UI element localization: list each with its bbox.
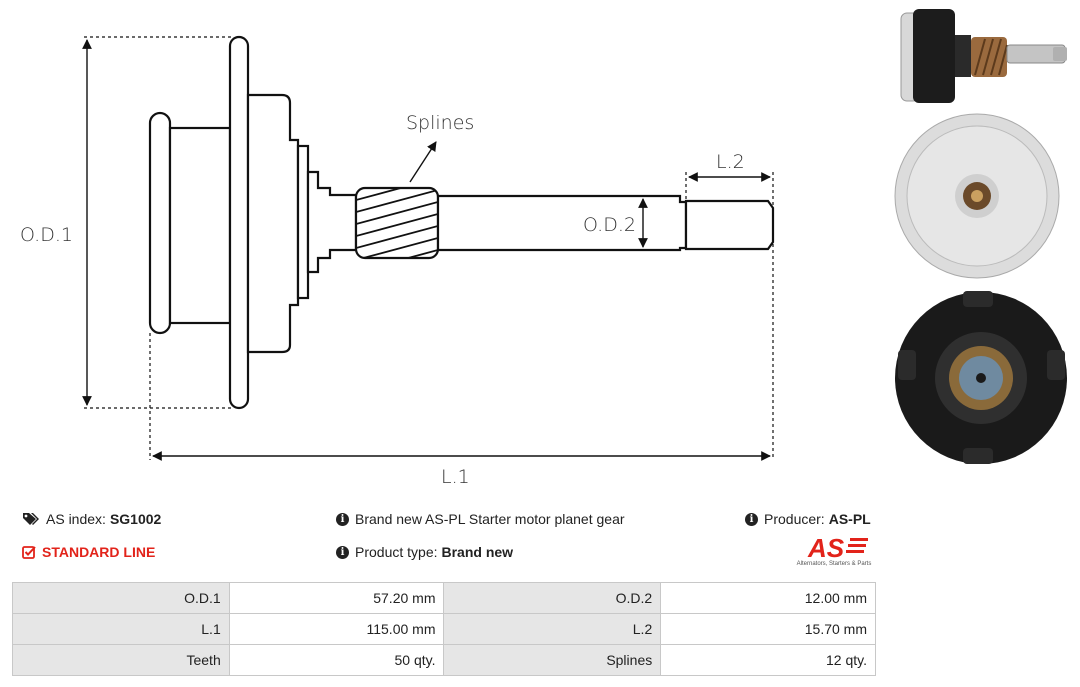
od1-label: O.D.1 <box>20 224 73 246</box>
spec-label: O.D.1 <box>12 582 230 614</box>
spec-value: 12 qty. <box>660 644 876 676</box>
check-square-icon <box>22 546 36 559</box>
splines-label: Splines <box>406 112 474 134</box>
product-type-row: i Product type: Brand new <box>336 544 513 560</box>
svg-text:AS: AS <box>807 533 845 561</box>
standard-line-label: STANDARD LINE <box>42 544 156 560</box>
tags-icon <box>23 513 39 525</box>
extension-lines <box>84 36 774 460</box>
od2-label: O.D.2 <box>583 214 636 236</box>
as-index-label: AS index: <box>46 511 106 527</box>
producer-label: Producer: <box>764 511 825 527</box>
spec-table: O.D.1 57.20 mm O.D.2 12.00 mm L.1 115.00… <box>12 582 876 676</box>
table-row: O.D.1 57.20 mm O.D.2 12.00 mm <box>12 582 876 614</box>
spec-label: L.1 <box>12 613 230 645</box>
logo-tagline: Alternators, Starters & Parts <box>796 561 872 567</box>
as-logo-mark-icon: AS <box>807 533 868 561</box>
spec-value: 115.00 mm <box>228 613 445 645</box>
standard-line-row: STANDARD LINE <box>22 544 155 560</box>
technical-drawing: O.D.1 O.D.2 L.1 L.2 Splines <box>20 35 775 488</box>
info-icon: i <box>336 512 349 526</box>
part-outline <box>148 35 775 410</box>
producer-value: AS-PL <box>828 511 871 527</box>
info-icon: i <box>336 545 349 559</box>
spec-value: 57.20 mm <box>228 582 445 614</box>
dimension-labels: O.D.1 O.D.2 L.1 L.2 Splines <box>20 112 745 488</box>
as-pl-logo: AS Alternators, Starters & Parts <box>788 533 880 573</box>
as-index-row: AS index: SG1002 <box>22 511 161 527</box>
spec-label: Teeth <box>12 644 230 676</box>
spec-label: O.D.2 <box>443 582 662 614</box>
spec-value: 15.70 mm <box>660 613 876 645</box>
info-icon: i <box>745 512 758 526</box>
l1-label: L.1 <box>441 466 470 488</box>
l2-label: L.2 <box>716 151 745 173</box>
spec-value: 50 qty. <box>228 644 445 676</box>
product-type-label: Product type: <box>355 544 438 560</box>
spline-hatch <box>356 188 438 258</box>
spec-value: 12.00 mm <box>660 582 876 614</box>
spec-label: L.2 <box>443 613 662 645</box>
description-text: Brand new AS-PL Starter motor planet gea… <box>355 511 625 527</box>
table-row: Teeth 50 qty. Splines 12 qty. <box>12 644 876 676</box>
spec-label: Splines <box>443 644 662 676</box>
product-type-value: Brand new <box>441 544 514 560</box>
producer-row: i Producer: AS-PL <box>745 511 871 527</box>
product-photo-side <box>900 9 1067 103</box>
dimension-arrows <box>82 39 771 461</box>
description-row: i Brand new AS-PL Starter motor planet g… <box>336 511 625 527</box>
product-photo-back <box>894 113 1060 279</box>
as-index-value: SG1002 <box>109 511 162 527</box>
table-row: L.1 115.00 mm L.2 15.70 mm <box>12 613 876 645</box>
product-photo-front <box>895 291 1067 464</box>
